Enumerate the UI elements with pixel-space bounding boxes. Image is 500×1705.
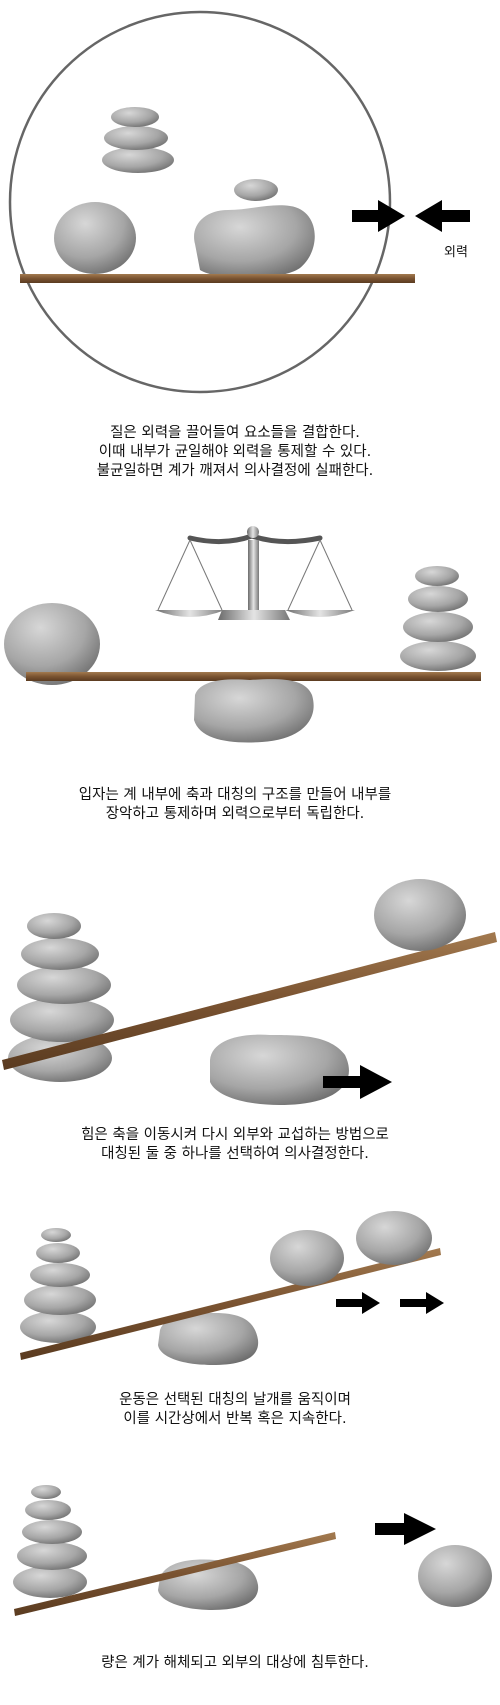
caption-line: 량은 계가 해체되고 외부의 대상에 침투한다. bbox=[101, 1655, 369, 1671]
left-arrow-icon bbox=[415, 200, 470, 232]
caption-line: 운동은 선택된 대칭의 날개를 움직이며 bbox=[119, 1392, 351, 1408]
caption-line: 힘은 축을 이동시켜 다시 외부와 교섭하는 방법으로 bbox=[81, 1127, 389, 1143]
motion-diagram bbox=[20, 1211, 444, 1365]
fulcrum-stone bbox=[194, 679, 314, 743]
force-diagram bbox=[2, 879, 497, 1106]
external-force-label: 외력 bbox=[444, 245, 468, 260]
caption-line: 질은 외력을 끌어들여 요소들을 결합한다. bbox=[110, 425, 360, 441]
stone bbox=[10, 998, 114, 1042]
stacked-stones bbox=[13, 1485, 87, 1598]
stone bbox=[22, 1520, 82, 1544]
right-arrow-icon bbox=[375, 1513, 436, 1545]
caption-mass: 질은 외력을 끌어들여 요소들을 결합한다. 이때 내부가 균일해야 외력을 통… bbox=[0, 424, 470, 481]
stone bbox=[13, 1566, 87, 1598]
stacked-stones bbox=[20, 1228, 96, 1343]
stone bbox=[31, 1485, 61, 1499]
right-arrow-icon bbox=[400, 1292, 444, 1314]
caption-line: 불균일하면 계가 깨져서 의사결정에 실패한다. bbox=[96, 463, 374, 479]
caption-quantity: 량은 계가 해체되고 외부의 대상에 침투한다. bbox=[0, 1654, 470, 1673]
caption-line: 입자는 계 내부에 축과 대칭의 구조를 만들어 내부를 bbox=[78, 787, 392, 803]
scale-icon bbox=[155, 526, 355, 620]
small-stone bbox=[234, 179, 278, 201]
balance-plank bbox=[26, 672, 481, 681]
tilted-plank bbox=[14, 1532, 336, 1616]
tilted-plank bbox=[20, 1248, 441, 1360]
round-stone bbox=[374, 879, 466, 951]
stone bbox=[102, 147, 174, 173]
balance-plank bbox=[20, 274, 415, 283]
right-arrow-icon bbox=[323, 1065, 392, 1099]
panel-quantity: 량은 계가 해체되고 외부의 대상에 침투한다. bbox=[0, 1470, 500, 1705]
stone bbox=[104, 126, 168, 150]
round-stone bbox=[54, 202, 136, 274]
stone bbox=[17, 966, 111, 1004]
stone bbox=[408, 586, 468, 612]
stone bbox=[403, 612, 473, 642]
mass-diagram bbox=[8, 10, 470, 394]
stone bbox=[20, 1311, 96, 1343]
right-arrow-icon bbox=[336, 1292, 380, 1314]
caption-particle: 입자는 계 내부에 축과 대칭의 구조를 만들어 내부를 장악하고 통제하며 외… bbox=[0, 786, 470, 824]
caption-line: 이때 내부가 균일해야 외력을 통제할 수 있다. bbox=[98, 444, 372, 460]
panel-mass: 외력 질은 외력을 끌어들여 요소들을 결합한다. 이때 내부가 균일해야 외력… bbox=[0, 0, 500, 490]
stone bbox=[400, 641, 476, 671]
stone bbox=[27, 913, 81, 939]
stone bbox=[41, 1228, 71, 1242]
panel-particle: 입자는 계 내부에 축과 대칭의 구조를 만들어 내부를 장악하고 통제하며 외… bbox=[0, 500, 500, 850]
stone bbox=[270, 1230, 344, 1286]
stone bbox=[356, 1211, 432, 1265]
tilted-plank bbox=[2, 932, 497, 1070]
stone bbox=[30, 1263, 90, 1287]
caption-line: 대칭된 둘 중 하나를 선택하여 의사결정한다. bbox=[101, 1146, 369, 1162]
stone bbox=[415, 566, 459, 586]
detached-stone bbox=[418, 1545, 492, 1607]
system-boundary-circle bbox=[8, 10, 392, 394]
right-arrow-icon bbox=[352, 200, 405, 232]
panel-motion: 운동은 선택된 대칭의 날개를 움직이며 이를 시간상에서 반복 혹은 지속한다… bbox=[0, 1195, 500, 1465]
round-stone bbox=[4, 603, 100, 685]
stacked-stones bbox=[400, 566, 476, 671]
caption-line: 이를 시간상에서 반복 혹은 지속한다. bbox=[123, 1411, 347, 1427]
large-stone bbox=[194, 205, 315, 278]
stone bbox=[24, 1285, 96, 1315]
stone bbox=[21, 938, 99, 970]
stacked-stones bbox=[102, 107, 174, 173]
stone bbox=[36, 1243, 80, 1263]
caption-line: 장악하고 통제하며 외력으로부터 독립한다. bbox=[105, 806, 365, 822]
particle-diagram bbox=[4, 526, 481, 743]
stone bbox=[25, 1500, 71, 1520]
quantity-diagram bbox=[13, 1485, 492, 1616]
stone bbox=[17, 1542, 87, 1570]
fulcrum-stone bbox=[158, 1312, 259, 1365]
caption-force: 힘은 축을 이동시켜 다시 외부와 교섭하는 방법으로 대칭된 둘 중 하나를 … bbox=[0, 1126, 470, 1164]
fulcrum-stone bbox=[210, 1034, 349, 1106]
panel-force: 힘은 축을 이동시켜 다시 외부와 교섭하는 방법으로 대칭된 둘 중 하나를 … bbox=[0, 860, 500, 1190]
stone bbox=[111, 107, 159, 127]
caption-motion: 운동은 선택된 대칭의 날개를 움직이며 이를 시간상에서 반복 혹은 지속한다… bbox=[0, 1391, 470, 1429]
